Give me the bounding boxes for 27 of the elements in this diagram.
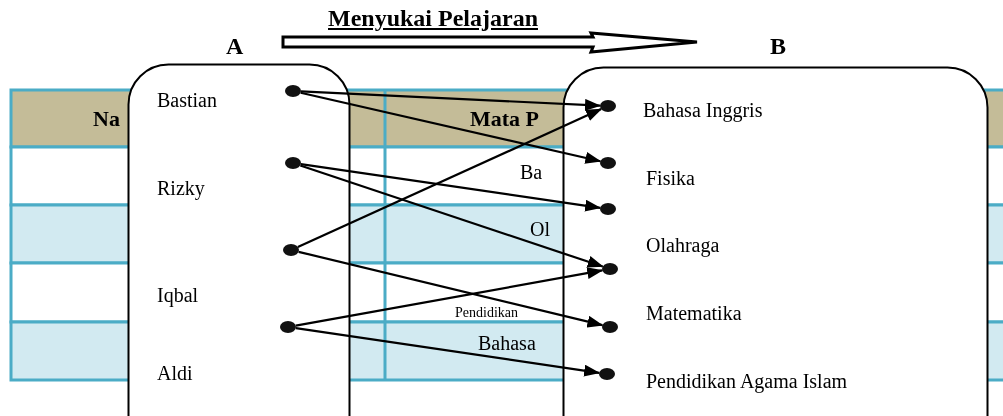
arrow bbox=[300, 91, 602, 164]
set-item: Bastian bbox=[157, 90, 217, 110]
set-item: Olahraga bbox=[646, 235, 720, 255]
set-item: Iqbal bbox=[157, 285, 199, 305]
set-item: Rizky bbox=[157, 178, 205, 198]
table-cell-text: Ba bbox=[520, 162, 543, 182]
set-heading: B bbox=[770, 34, 786, 58]
set-container bbox=[127, 63, 351, 416]
table-cell-text: Na bbox=[93, 108, 120, 130]
arrow bbox=[295, 267, 604, 327]
table-cell-text: Pendidikan bbox=[455, 306, 518, 320]
table-cell-text: Mata P bbox=[470, 108, 540, 130]
title: Menyukai Pelajaran bbox=[328, 6, 538, 30]
set-item: Matematika bbox=[646, 303, 742, 323]
table-cell-text: Bahasa bbox=[478, 333, 536, 353]
arrow bbox=[299, 164, 604, 268]
arrow bbox=[298, 250, 604, 328]
set-item: Bahasa Inggris bbox=[643, 100, 763, 120]
arrow bbox=[295, 327, 601, 377]
set-item: Aldi bbox=[157, 363, 193, 383]
set-item: Fisika bbox=[646, 168, 695, 188]
arrow bbox=[297, 108, 603, 248]
set-heading: A bbox=[226, 34, 244, 58]
arrow bbox=[300, 90, 601, 111]
table-cell-text: Ol bbox=[530, 219, 550, 239]
set-item: Pendidikan Agama Islam bbox=[646, 371, 848, 391]
arrow bbox=[300, 163, 602, 212]
